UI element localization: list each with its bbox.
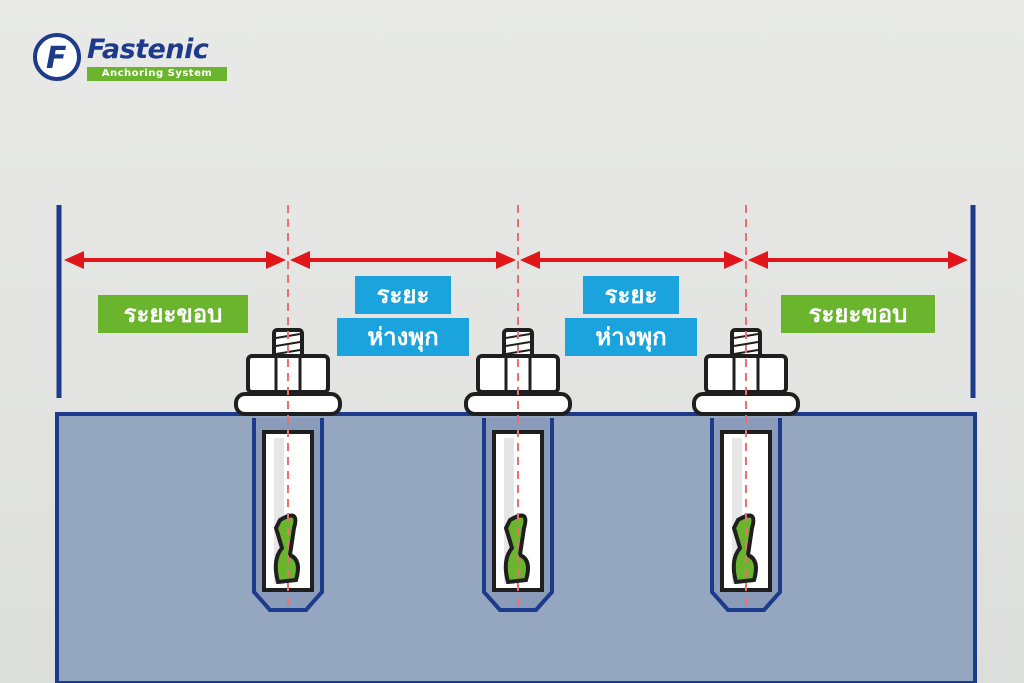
brand-name: Fastenic bbox=[87, 34, 209, 65]
spacing-label-1-top: ระยะ bbox=[355, 276, 451, 314]
edge-distance-label-left: ระยะขอบ bbox=[98, 295, 248, 333]
arrowhead-left bbox=[290, 251, 310, 269]
arrowhead-left bbox=[748, 251, 768, 269]
arrowhead-left bbox=[520, 251, 540, 269]
arrowhead-right bbox=[948, 251, 968, 269]
brand-logo: F Fastenic Anchoring System bbox=[33, 33, 233, 85]
dimension-arrows bbox=[64, 251, 968, 269]
rod-thread bbox=[733, 341, 759, 347]
expansion-clip bbox=[503, 513, 530, 585]
arrowhead-left bbox=[64, 251, 84, 269]
anchor-2 bbox=[464, 205, 572, 612]
expansion-clip bbox=[273, 513, 300, 585]
arrowhead-right bbox=[496, 251, 516, 269]
spacing-label-2-top: ระยะ bbox=[583, 276, 679, 314]
arrowhead-right bbox=[724, 251, 744, 269]
brand-tagline: Anchoring System bbox=[87, 67, 227, 81]
sleeve-shading bbox=[732, 438, 742, 584]
anchor-3 bbox=[692, 205, 800, 612]
spacing-label-1-bottom: ห่างพุก bbox=[337, 318, 469, 356]
edge-distance-label-right: ระยะขอบ bbox=[781, 295, 935, 333]
spacing-label-2-bottom: ห่างพุก bbox=[565, 318, 697, 356]
arrowhead-right bbox=[266, 251, 286, 269]
rod-thread bbox=[275, 341, 301, 347]
rod-thread bbox=[505, 341, 531, 347]
logo-mark-icon: F bbox=[33, 33, 81, 81]
anchor-1 bbox=[234, 205, 342, 612]
sleeve-shading bbox=[504, 438, 514, 584]
expansion-clip bbox=[731, 513, 758, 585]
sleeve-shading bbox=[274, 438, 284, 584]
logo-mark-letter: F bbox=[46, 41, 67, 76]
